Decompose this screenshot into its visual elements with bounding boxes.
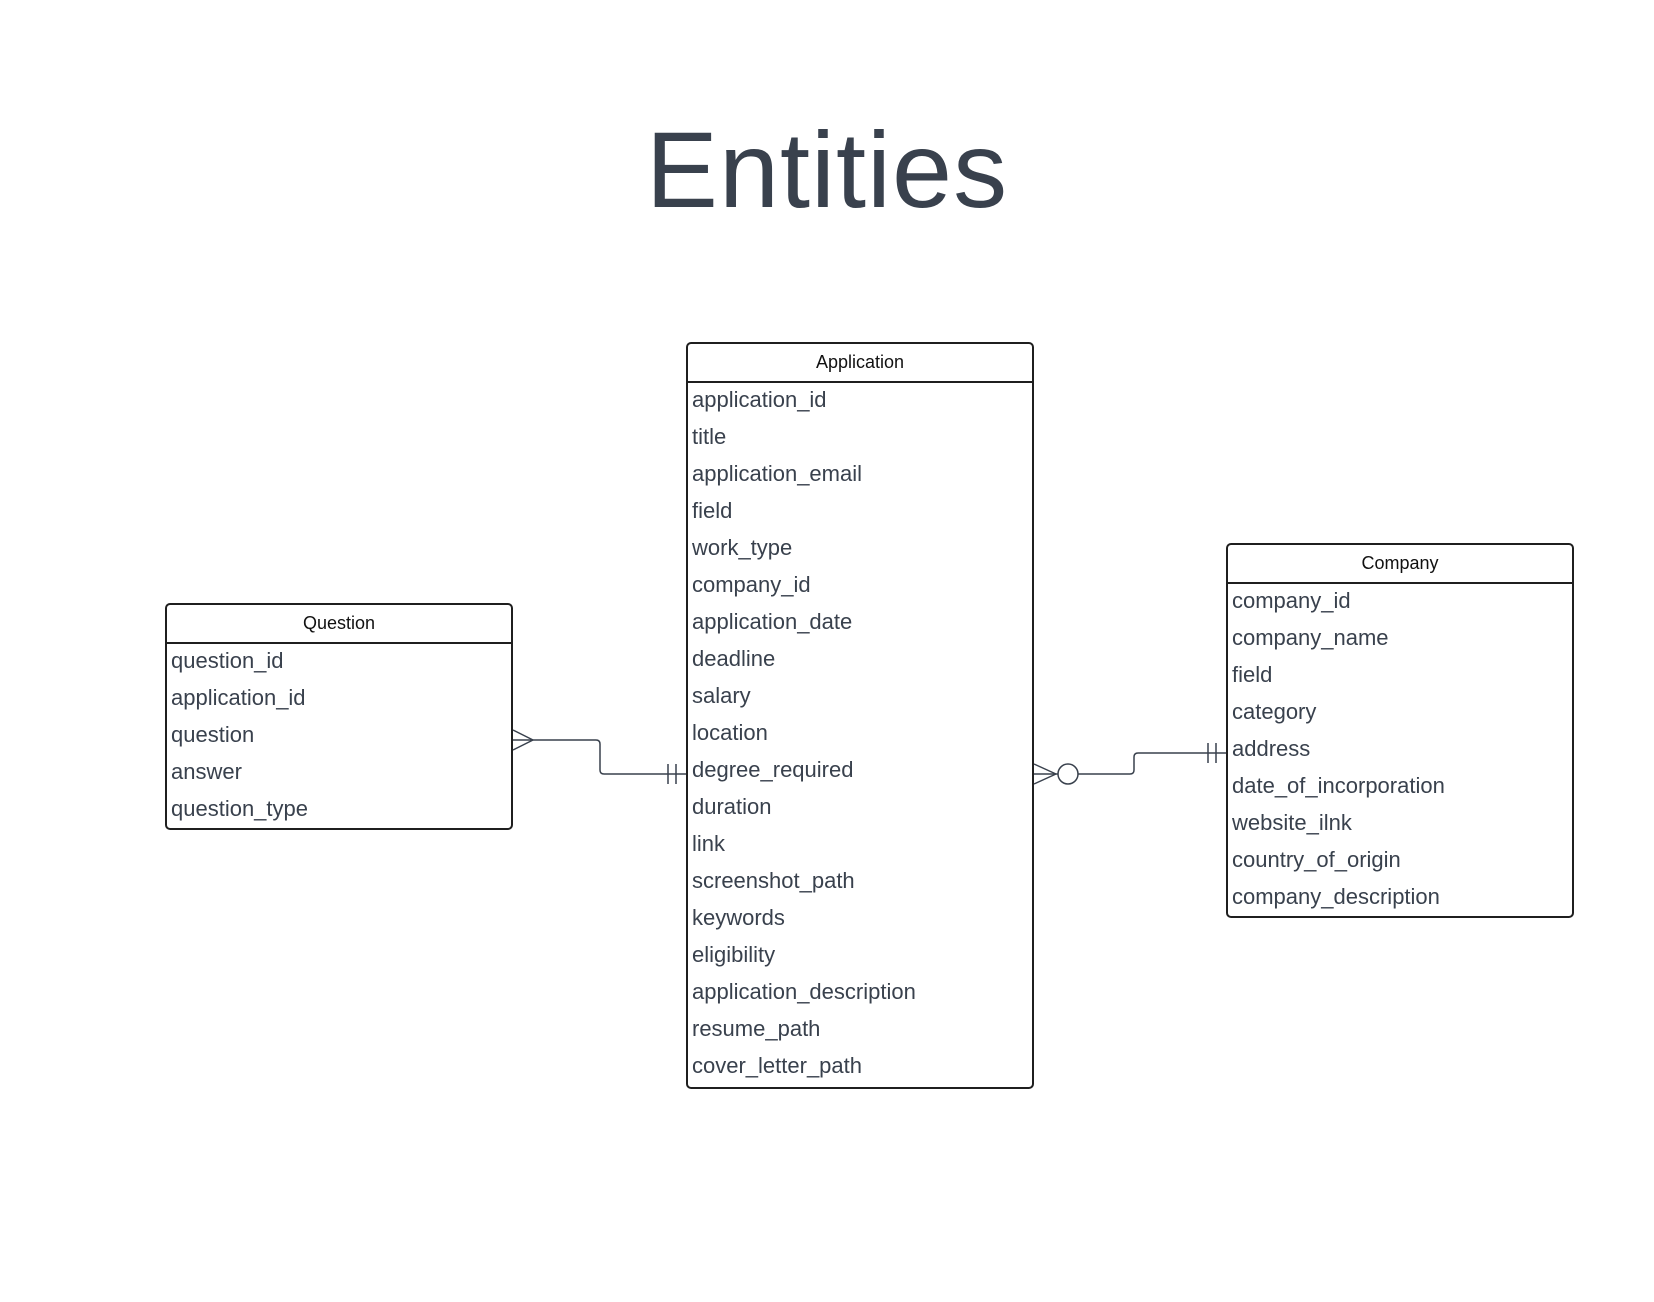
attribute-row: work_type bbox=[692, 535, 793, 560]
attribute-row: field bbox=[692, 498, 733, 523]
attribute-row: answer bbox=[171, 759, 242, 784]
attribute-row: company_id bbox=[692, 572, 811, 597]
attribute-row: keywords bbox=[692, 905, 785, 930]
attribute-row: application_id bbox=[171, 685, 306, 710]
attribute-row: category bbox=[1232, 699, 1317, 724]
entity-header: Question bbox=[167, 605, 511, 644]
crows-foot-many-icon bbox=[512, 729, 534, 751]
attribute-row: company_id bbox=[1232, 588, 1351, 613]
entity-company[interactable]: Company company_id company_name field ca… bbox=[1226, 543, 1574, 918]
attribute-row: application_email bbox=[692, 461, 862, 486]
attribute-row: address bbox=[1232, 736, 1311, 761]
entity-header: Application bbox=[688, 344, 1032, 383]
entity-application[interactable]: Application application_id title applica… bbox=[686, 342, 1034, 1089]
attribute-row: application_date bbox=[692, 609, 853, 634]
one-and-only-one-icon bbox=[667, 764, 677, 784]
attribute-row: salary bbox=[692, 683, 751, 708]
attribute-row: cover_letter_path bbox=[692, 1053, 862, 1078]
attribute-row: application_description bbox=[692, 979, 916, 1004]
attribute-row: field bbox=[1232, 662, 1273, 687]
attribute-list: application_id title application_email f… bbox=[688, 383, 1032, 1086]
attribute-row: application_id bbox=[692, 387, 827, 412]
attribute-row: question_type bbox=[171, 796, 308, 821]
connector-line bbox=[513, 739, 686, 775]
attribute-list: question_id application_id question answ… bbox=[167, 644, 511, 829]
attribute-row: company_description bbox=[1232, 884, 1440, 909]
attribute-row: date_of_incorporation bbox=[1232, 773, 1445, 798]
attribute-row: screenshot_path bbox=[692, 868, 855, 893]
attribute-row: degree_required bbox=[692, 757, 854, 782]
attribute-row: eligibility bbox=[692, 942, 776, 967]
attribute-row: resume_path bbox=[692, 1016, 821, 1041]
attribute-row: country_of_origin bbox=[1232, 847, 1401, 872]
attribute-row: question_id bbox=[171, 648, 284, 673]
entity-question[interactable]: Question question_id application_id ques… bbox=[165, 603, 513, 830]
attribute-list: company_id company_name field category a… bbox=[1228, 584, 1572, 917]
entity-header: Company bbox=[1228, 545, 1572, 584]
attribute-row: website_ilnk bbox=[1232, 810, 1352, 835]
crows-foot-many-icon bbox=[1033, 763, 1058, 785]
relationship-application-company[interactable] bbox=[1033, 743, 1226, 785]
attribute-row: company_name bbox=[1232, 625, 1389, 650]
connector-line bbox=[1078, 752, 1226, 775]
attribute-row: link bbox=[692, 831, 726, 856]
relationship-question-application[interactable] bbox=[512, 729, 686, 784]
one-and-only-one-icon bbox=[1207, 743, 1217, 763]
attribute-row: location bbox=[692, 720, 768, 745]
page-title: Entities bbox=[645, 109, 1009, 230]
attribute-row: question bbox=[171, 722, 255, 747]
zero-optional-icon bbox=[1057, 763, 1079, 785]
attribute-row: deadline bbox=[692, 646, 776, 671]
attribute-row: duration bbox=[692, 794, 772, 819]
attribute-row: title bbox=[692, 424, 727, 449]
